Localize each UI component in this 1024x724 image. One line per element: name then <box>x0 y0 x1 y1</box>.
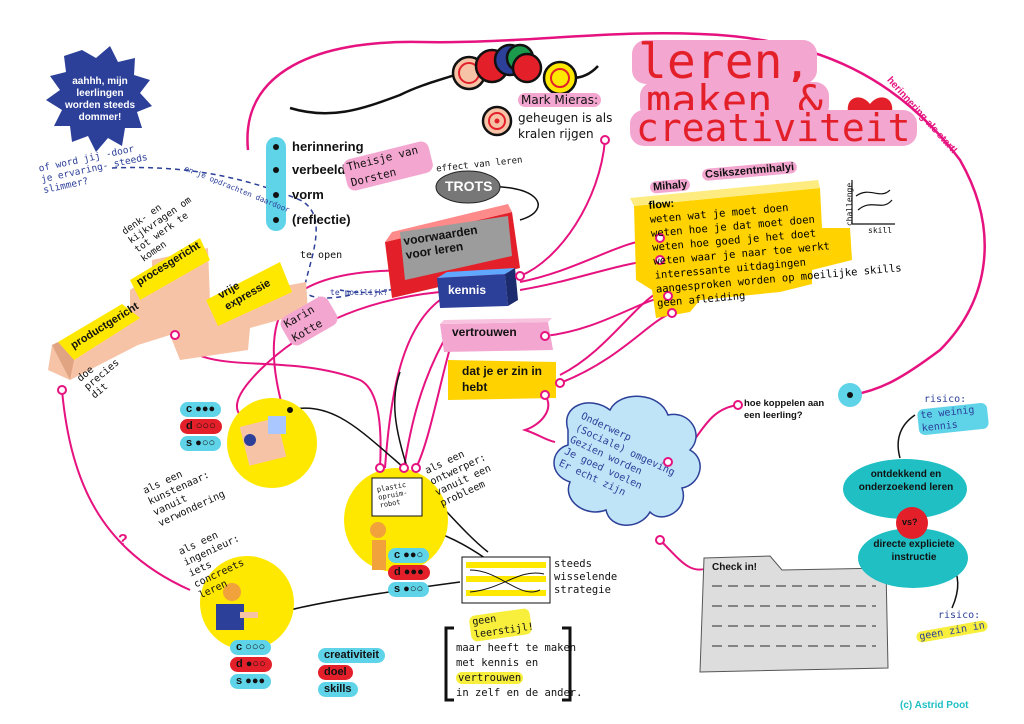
meter-artist-s: s ●○○ <box>180 436 222 451</box>
stair-too-open: te open <box>300 250 343 261</box>
title-creativiteit: creativiteit <box>630 109 917 147</box>
copyright: (c) Astrid Poot <box>900 700 969 711</box>
flow-axis-skill: skill <box>868 226 893 235</box>
meter-designer-d: d ●●● <box>388 565 430 580</box>
decision-bottom: directe expliciete instructie <box>873 539 955 563</box>
flow-list: flow: weten wat je moet doen weten hoe j… <box>648 178 903 311</box>
meter-designer-s: s ●○○ <box>388 582 430 597</box>
legend-skills: skills <box>318 682 358 697</box>
meter-engineer-c: c ○○○ <box>230 640 272 655</box>
question-mark: ? <box>118 532 128 549</box>
risk-label-bottom: risico: <box>938 610 981 621</box>
meter-artist-c: c ●●● <box>180 402 222 417</box>
quote-author: Mark Mieras: <box>518 93 602 107</box>
stair-too-hard: te moeilijk? <box>330 288 388 297</box>
strategy-label: steeds wisselende strategie <box>554 558 618 596</box>
flow-axis-challenge: challenge <box>845 182 855 227</box>
trots-label: TROTS <box>445 178 493 194</box>
title-leren: leren, <box>632 38 818 86</box>
quote-text: geheugen is als kralen rijgen <box>518 111 613 141</box>
bracket-line: maar heeft te maken <box>456 642 577 654</box>
checkin-label: Check in! <box>712 562 758 573</box>
memory-item-reflectie: (reflectie) <box>292 212 351 227</box>
meter-artist-d: d ○○○ <box>180 419 222 434</box>
meter-designer-c: c ●●○ <box>388 548 430 563</box>
condition-zin: dat je er zin in hebt <box>462 364 543 394</box>
condition-kennis: kennis <box>448 283 487 297</box>
decision-vs: vs? <box>902 517 918 527</box>
condition-vertrouwen: vertrouwen <box>452 325 517 339</box>
memory-item-vorm: vorm <box>292 187 324 202</box>
risk-label-top: risico: <box>924 394 967 405</box>
bracket-line: in zelf en de ander. <box>456 687 583 699</box>
link-question: hoe koppelen aan een leerling? <box>744 398 825 421</box>
legend-creativiteit: creativiteit <box>318 648 386 663</box>
legend-doel: doel <box>318 665 353 680</box>
meter-engineer-s: s ●●● <box>230 674 272 689</box>
bracket-line: met kennis en <box>456 657 539 669</box>
starburst-text: aahhh, mijn leerlingen worden steeds dom… <box>64 76 136 123</box>
bracket-line: vertrouwen <box>456 672 524 684</box>
decision-top: ontdekkend en onderzoekend leren <box>858 469 954 493</box>
memory-item-herinnering: herinnering <box>292 139 364 154</box>
meter-engineer-d: d ●○○ <box>230 657 272 672</box>
